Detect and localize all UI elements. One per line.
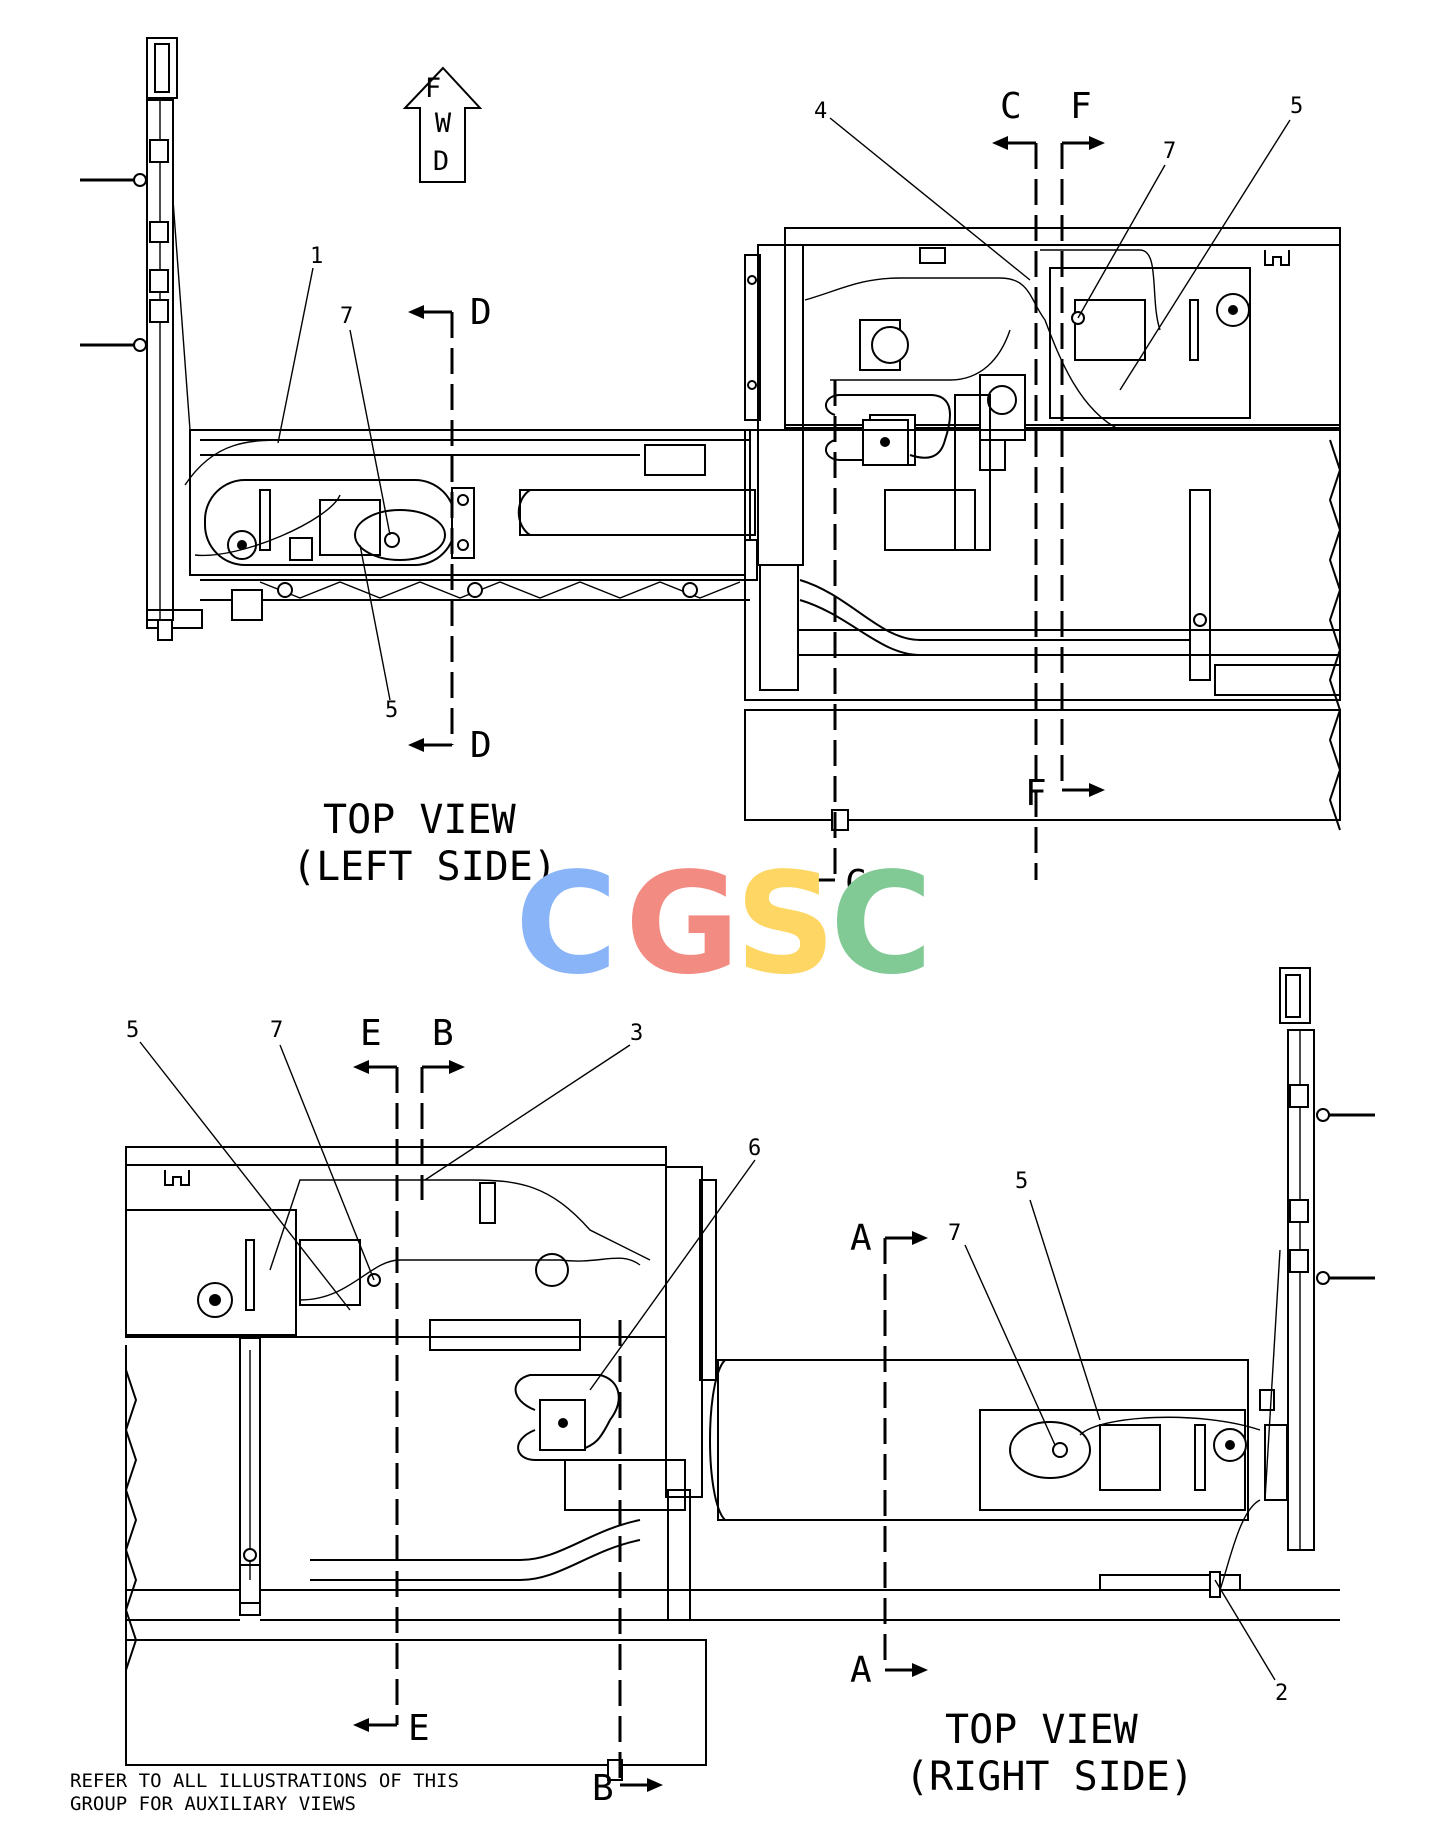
section-label-d-bottom: D [470,725,492,766]
watermark-letter-c1: C [515,843,618,1006]
section-lines-c-f: C F C F [792,86,1105,904]
section-label-a-top: A [850,1218,872,1259]
title-right-side: TOP VIEW (RIGHT SIDE) [905,1707,1194,1800]
section-label-e-bottom: E [408,1708,430,1749]
section-label-c-top: C [1000,86,1022,127]
callouts-right-view: 5 7 3 6 5 7 2 [126,1018,1288,1706]
fwd-arrow: F W D [402,66,483,183]
callout-7-upper-right: 7 [1163,139,1176,164]
watermark-letter-c2: C [830,843,933,1006]
watermark-letter-s: S [735,843,836,1006]
section-label-f-bottom: F [1025,773,1047,814]
callout-1: 1 [310,244,323,269]
title-left-side: TOP VIEW (LEFT SIDE) [292,797,557,890]
fwd-letter-w: W [435,108,452,139]
watermark-letter-g: G [625,843,740,1006]
callouts-upper-right: 4 7 5 [814,94,1303,391]
title-top-view-right-line1: TOP VIEW [945,1707,1139,1753]
fwd-letter-f: F [425,73,441,104]
section-label-d-top: D [470,292,492,333]
callout-3: 3 [630,1021,643,1046]
note-line-1: REFER TO ALL ILLUSTRATIONS OF THIS [70,1770,459,1792]
note-line-2: GROUP FOR AUXILIARY VIEWS [70,1793,356,1815]
callout-5-lower-left: 5 [126,1018,139,1043]
fwd-letter-d: D [433,146,449,177]
title-top-view-right-line2: (RIGHT SIDE) [905,1754,1194,1800]
callout-6: 6 [748,1136,761,1161]
section-label-f-top: F [1070,86,1092,127]
callout-5-upper-left: 5 [385,698,398,723]
callout-5-lower-right: 5 [1015,1169,1028,1194]
reference-note: REFER TO ALL ILLUSTRATIONS OF THIS GROUP… [70,1770,459,1815]
section-label-c-bottom: C [845,863,867,904]
title-top-view-left-line1: TOP VIEW [323,797,517,843]
lower-right-assembly [709,967,1375,1598]
section-lines-e-b-a: E B A A E B [353,1013,928,1809]
section-line-d: D D [408,292,492,766]
callouts-left-view: 1 7 5 [277,244,398,723]
upper-right-assembly [744,227,1342,831]
title-top-view-left-line2: (LEFT SIDE) [292,844,557,890]
section-label-a-bottom: A [850,1650,872,1691]
callout-7-lower-left: 7 [270,1018,283,1043]
callout-7-lower-right: 7 [948,1221,961,1246]
callout-4: 4 [814,99,827,124]
callout-7-upper-left: 7 [340,304,353,329]
section-label-e-top: E [360,1013,382,1054]
watermark-logo: C G S C [515,843,933,1006]
section-label-b-top: B [432,1013,454,1054]
callout-2: 2 [1275,1681,1288,1706]
callout-5-upper-right: 5 [1290,94,1303,119]
left-side-assembly [80,37,758,641]
section-label-b-bottom: B [592,1768,614,1809]
